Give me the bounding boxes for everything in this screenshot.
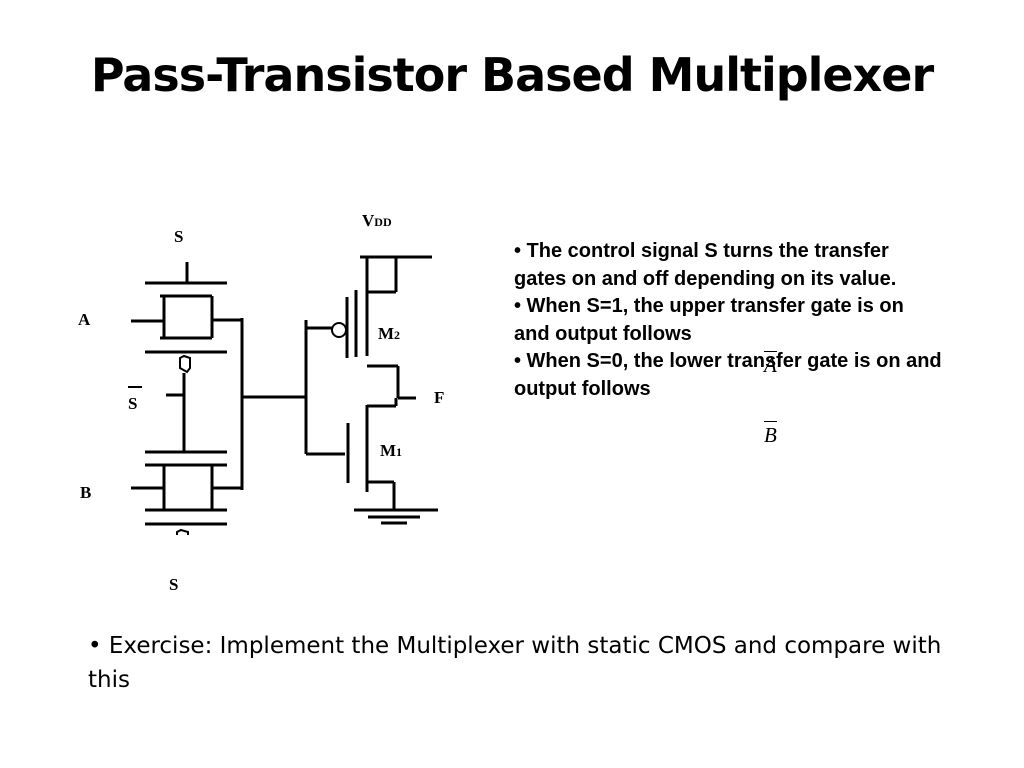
bullet-item-s1: • When S=1, the upper transfer gate is o…: [514, 295, 904, 345]
exercise-text: • Exercise: Implement the Multiplexer wi…: [88, 633, 942, 693]
label-s-bottom: S: [169, 575, 179, 594]
slide-title: Pass-Transistor Based Multiplexer: [90, 48, 934, 102]
label-vdd: VDD: [362, 211, 392, 230]
upper-transmission-gate: [131, 262, 242, 409]
s-bar-overline: [128, 386, 142, 388]
label-input-b: B: [80, 483, 92, 502]
label-m2: M2: [378, 324, 401, 343]
math-a-bar: A: [764, 351, 777, 377]
label-output-f: F: [434, 388, 445, 407]
bullet-item-s0: • When S=0, the lower transfer gate is o…: [514, 350, 942, 400]
pass-transistor-mux-schematic: [131, 255, 438, 535]
bullet-list: • The control signal S turns the transfe…: [514, 238, 944, 403]
bullet-item-control: • The control signal S turns the transfe…: [514, 240, 897, 290]
ground-icon: [354, 508, 438, 525]
label-input-a: A: [78, 310, 91, 329]
m1-nmos: [346, 398, 398, 510]
label-s-bar: S: [128, 394, 138, 413]
m2-pmos: [345, 255, 432, 398]
label-m1: M1: [380, 441, 403, 460]
math-b-bar: B: [764, 421, 777, 447]
label-s-top: S: [174, 227, 184, 246]
lower-transmission-gate: [131, 409, 242, 535]
